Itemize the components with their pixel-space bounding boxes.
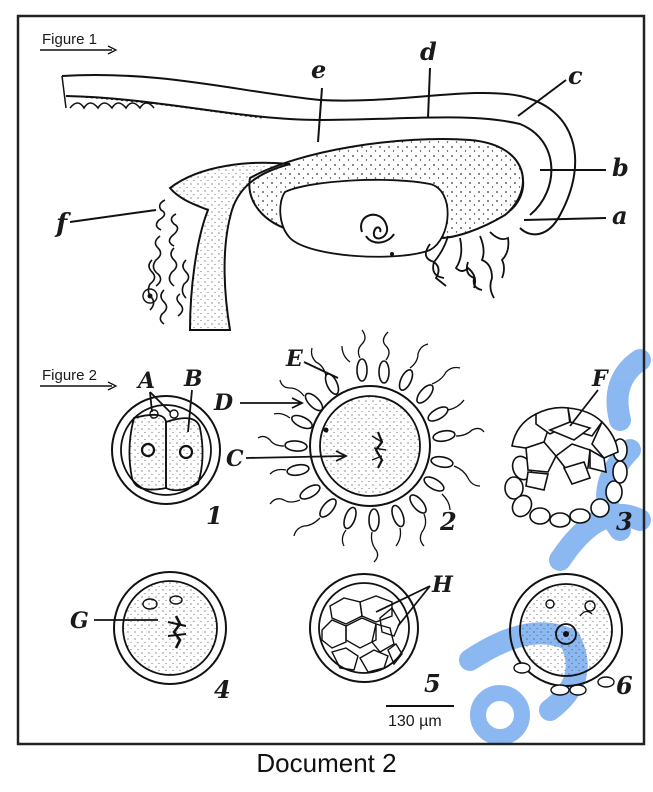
stage-number-3: 3: [616, 507, 633, 536]
label-c: c: [568, 61, 583, 90]
label-e: e: [311, 55, 326, 84]
figure2: Figure 2 A B 1: [40, 330, 633, 730]
stage-4-oocyte: G 4: [70, 572, 231, 704]
label-H: H: [431, 572, 454, 598]
stage-5-morula: H 5 130 µm: [310, 572, 454, 730]
stage-number-6: 6: [616, 671, 633, 700]
stage-1-two-cell: A B 1: [112, 366, 223, 530]
label-d: d: [420, 37, 437, 66]
leader-f: [70, 210, 156, 222]
label-b: b: [612, 153, 629, 182]
stage-number-2: 2: [439, 507, 457, 536]
leader-d: [428, 68, 430, 118]
label-f: f: [54, 209, 71, 239]
label-F: F: [591, 366, 609, 392]
leader-e: [318, 88, 322, 142]
label-B: B: [183, 366, 203, 392]
document-caption: Document 2: [0, 748, 653, 779]
stage-number-1: 1: [206, 501, 223, 530]
leader-a: [524, 218, 606, 220]
figure1: Figure 1: [40, 31, 629, 330]
label-D: D: [213, 390, 233, 416]
uterine-glands: [148, 200, 188, 324]
label-A: A: [136, 368, 155, 394]
figure1-title: Figure 1: [42, 31, 97, 48]
label-E: E: [285, 346, 304, 372]
label-a: a: [612, 201, 628, 230]
label-C: C: [226, 446, 244, 472]
label-G: G: [70, 608, 89, 634]
figure2-title: Figure 2: [42, 367, 97, 384]
scale-bar-label: 130 µm: [388, 713, 442, 730]
stage-number-4: 4: [214, 675, 231, 704]
stage-number-5: 5: [424, 669, 441, 698]
stage-2-oocyte-corona: E D C 2: [213, 330, 484, 562]
